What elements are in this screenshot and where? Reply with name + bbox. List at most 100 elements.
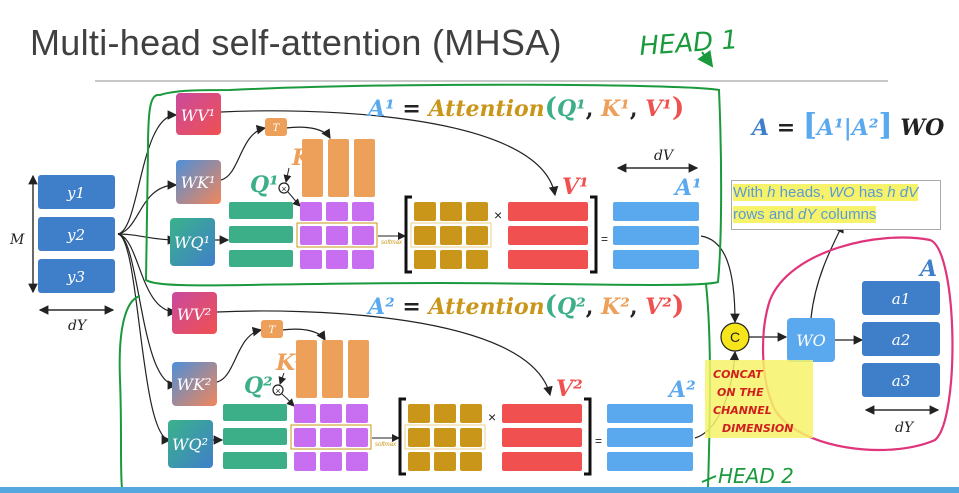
head1-q-row-2 [229, 226, 293, 243]
head2-bracket-right [584, 397, 592, 476]
head2-a-row-2 [607, 428, 693, 447]
head2-k-path [216, 326, 263, 383]
head2-wk-block [172, 362, 217, 406]
head1-q-row-1 [229, 202, 293, 219]
input-row-3 [38, 259, 115, 293]
head1-q-row-3 [229, 250, 293, 267]
pen-annotations: HEAD 1 HEAD 2 CONCAT ON THE CHANNEL DIME… [118, 25, 954, 489]
head2-bracket-left [398, 397, 406, 476]
head2-a-row-3 [607, 452, 693, 471]
head2-q-row-2 [223, 428, 287, 445]
output-dy-label: dY [895, 420, 915, 436]
head2-transpose-badge [261, 320, 283, 338]
head-1: WV¹ WK¹ WQ¹ T K¹ Q¹ × softma [170, 93, 702, 274]
head1-eq-lhs: A¹ [366, 96, 395, 122]
head2-wq-label: WQ² [172, 435, 208, 454]
head2-v-row-2 [502, 428, 582, 447]
head1-transpose-label: T [273, 123, 281, 134]
head1-t-path [285, 126, 331, 140]
concat-note-line-2: ON THE [717, 386, 764, 399]
output-label: A [918, 256, 937, 282]
output-matrix: A a1 a2 a3 dY [862, 256, 940, 436]
concat-symbol: C [730, 329, 740, 345]
head1-a-row-3 [613, 250, 699, 269]
wo-label: WO [796, 331, 826, 350]
input-row-2 [38, 217, 115, 251]
head1-softmax-matrix [410, 202, 492, 269]
head2-q-row-1 [223, 404, 287, 421]
input-row-3-label: y3 [66, 268, 85, 286]
head1-kt-col-3 [354, 139, 375, 197]
head1-k-path [220, 124, 267, 181]
output-row-1 [862, 281, 940, 315]
head2-wq-block [168, 420, 213, 468]
head2-mult-node [272, 384, 284, 396]
input-dy-label: dY [68, 318, 88, 334]
output-row-3 [862, 363, 940, 397]
input-row-2-label: y2 [66, 226, 85, 244]
head2-a-row-1 [607, 404, 693, 423]
head2-equals: = [595, 434, 602, 448]
note-text: With h heads, WO has h dV rows and dY co… [733, 184, 919, 223]
head1-scores-matrix [296, 202, 378, 269]
head1-annotation: HEAD 1 [638, 25, 738, 62]
head1-a-row-1 [613, 202, 699, 221]
head2-t-path [281, 328, 326, 342]
m-label: M [9, 232, 25, 248]
head2-q-row-3 [223, 452, 287, 469]
head2-wv-block [172, 292, 217, 334]
input-row-1 [38, 175, 115, 209]
head1-v-row-3 [508, 250, 588, 269]
head2-times: × [488, 409, 496, 425]
head1-kt-col-2 [328, 139, 349, 197]
output-row-2 [862, 322, 940, 356]
page-title: Multi-head self-attention (MHSA) [30, 22, 562, 63]
head1-wq-label: WQ¹ [174, 233, 210, 252]
head1-transpose-badge [265, 118, 287, 136]
wo-to-note [810, 222, 844, 319]
head1-v-row-2 [508, 226, 588, 245]
head1-a-label: A¹ [673, 175, 702, 201]
head2-equation: A² = Attention(Q², K², V²) [366, 291, 684, 321]
bottom-accent-bar [0, 487, 959, 493]
head1-enclosure [144, 83, 723, 287]
head2-kt-col-2 [322, 340, 343, 398]
head1-softmax-label: softmax [381, 240, 403, 246]
head1-equation: A¹ = Attention(Q¹, K¹, V¹) [366, 93, 684, 123]
head2-kt-col-1 [296, 340, 317, 398]
head1-wv-block [176, 93, 221, 135]
head2-v-row-1 [502, 404, 582, 423]
head1-wq-block [170, 218, 215, 266]
head1-a-row-2 [613, 226, 699, 245]
input-row-1-label: y1 [66, 184, 85, 202]
output-row-1-label: a1 [892, 290, 911, 308]
head2-mult-symbol: × [275, 386, 280, 396]
head2-softmax-label: softmax [375, 442, 397, 448]
head2-v-row-3 [502, 452, 582, 471]
concat-highlight [705, 360, 813, 438]
head1-bracket-right [590, 195, 598, 274]
head1-bracket-left [404, 195, 412, 274]
head2-a-label: A² [667, 377, 696, 403]
head2-annotation: HEAD 2 [718, 464, 794, 488]
head2-transpose-label: T [269, 325, 277, 336]
head2-wv-label: WV² [177, 305, 211, 324]
head2-kt-col-3 [348, 340, 369, 398]
head1-times: × [494, 207, 502, 223]
head1-q-label: Q¹ [250, 172, 279, 198]
concat-note-line-3: CHANNEL [713, 404, 772, 417]
head2-v-path [216, 310, 553, 397]
output-row-2-label: a2 [892, 331, 911, 349]
head-2: WV² WK² WQ² T K² Q² × softmax [168, 291, 696, 476]
head2-softmax-matrix [404, 404, 486, 471]
head1-v-path [220, 110, 559, 197]
head1-dv-label: dV [654, 148, 675, 164]
head1-v-row-1 [508, 202, 588, 221]
head2-enclosure-left [118, 295, 141, 489]
head2-eq-lhs: A² [366, 294, 395, 320]
head1-wv-label: WV¹ [181, 106, 215, 125]
output-row-3-label: a3 [892, 372, 911, 390]
wo-block [787, 318, 835, 362]
head1-wk-block [176, 160, 221, 204]
